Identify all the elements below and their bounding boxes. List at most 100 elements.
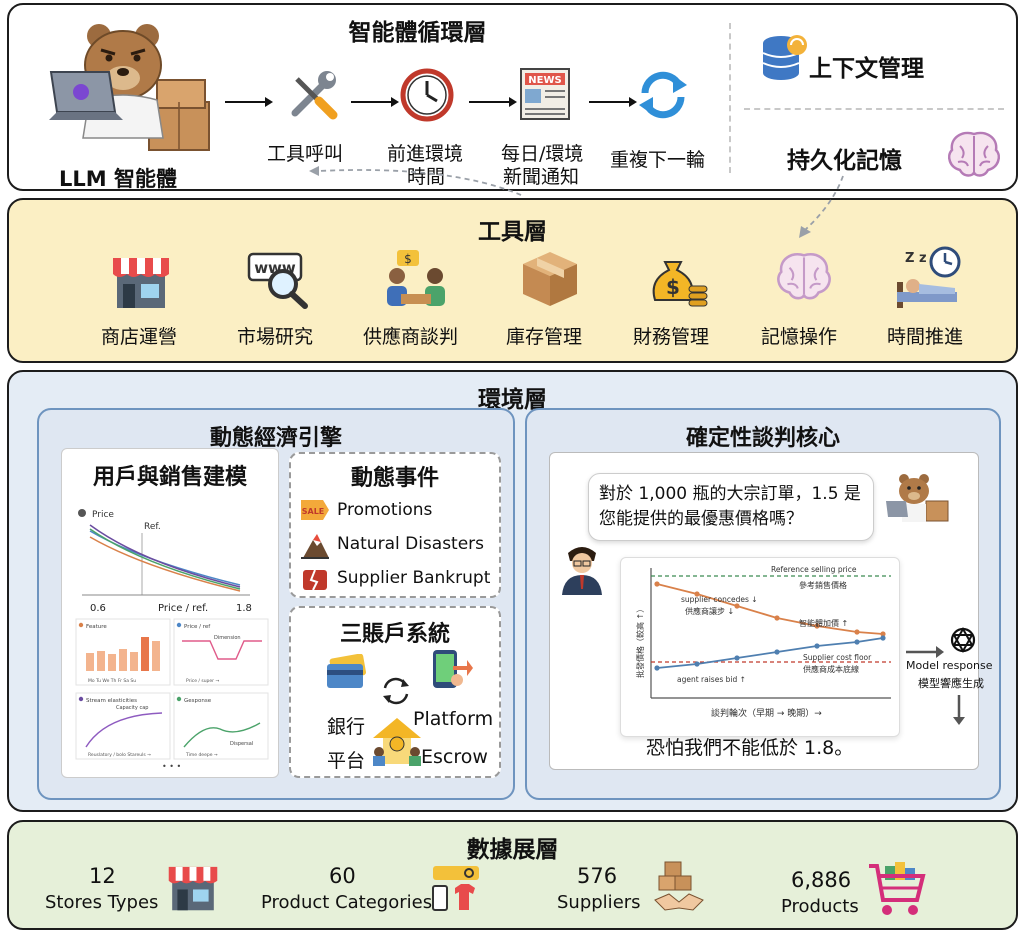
tool-layer: 工具層 商店運營 www 市場研究 $ 供應商談判 庫存管理 $ xyxy=(7,175,1018,363)
demand-curve xyxy=(89,524,241,588)
negotiation-core-panel: 確定性談判核心 對於 1,000 瓶的大宗訂單，1.5 是您能提供的最優惠價格嗎… xyxy=(525,408,1001,800)
stat-value-suppliers: 576 xyxy=(577,864,618,888)
mini-note: Capacity cap xyxy=(116,705,148,711)
horizontal-divider xyxy=(744,108,1004,110)
news-icon-text: NEWS xyxy=(528,75,561,86)
model-response-en: Model response xyxy=(906,659,993,672)
sale-tag-icon: SALE xyxy=(301,500,329,520)
supplier-point xyxy=(734,603,740,609)
agent-loop-layer: 智能體循環層 LLM 智能體 工具呼叫 前進環境 時 xyxy=(7,3,1018,196)
mini-plot-dot xyxy=(176,696,182,702)
escrow-house-icon xyxy=(373,718,421,766)
money-bubble-text: $ xyxy=(404,252,412,266)
arrow-4 xyxy=(589,97,637,107)
step-label-1: 工具呼叫 xyxy=(267,143,344,165)
step-label-4: 重複下一輪 xyxy=(610,149,706,171)
demand-curve xyxy=(89,528,241,590)
store-small-icon xyxy=(168,866,218,911)
model-response-cn: 模型響應生成 xyxy=(918,677,984,690)
bear-agent-icon xyxy=(49,24,210,151)
handshake-boxes-icon xyxy=(654,861,704,911)
demand-curve xyxy=(89,536,241,592)
supplier-person-icon xyxy=(562,547,602,595)
agent-layer-title: 智能體循環層 xyxy=(348,20,487,46)
bank-card-icon xyxy=(327,654,366,688)
database-sync-icon xyxy=(762,35,807,80)
stat-value-stores: 12 xyxy=(89,864,116,888)
agent-point xyxy=(774,649,780,655)
memory-dashed-arrow xyxy=(799,175,844,238)
mini-plot-sub: Mo Tu We Th Fr Sa Su xyxy=(88,678,136,684)
economy-engine-title: 動態經濟引擎 xyxy=(209,426,342,451)
user-model-title: 用戶與銷售建模 xyxy=(92,465,247,490)
stat-value-categories: 60 xyxy=(329,864,356,888)
arrow-2 xyxy=(351,97,399,107)
step-label-2a: 前進環境 xyxy=(387,143,464,165)
categories-icon xyxy=(432,866,479,911)
data-layer: 數據展層 12 Stores Types 60 Product Categori… xyxy=(7,820,1018,930)
event-bankrupt: Supplier Bankrupt xyxy=(337,568,491,588)
stat-label-categories: Product Categories xyxy=(261,892,433,913)
store-icon xyxy=(113,258,169,308)
negotiation-card: 對於 1,000 瓶的大宗訂單，1.5 是您能提供的最優惠價格嗎？ R xyxy=(549,452,993,770)
question-bubble: 對於 1,000 瓶的大宗訂單，1.5 是您能提供的最優惠價格嗎？ xyxy=(588,473,874,541)
agent-point xyxy=(654,665,660,671)
events-title: 動態事件 xyxy=(350,466,439,491)
plot-ellipsis: • • • xyxy=(162,762,181,771)
supplier-point xyxy=(814,623,820,629)
mini-line xyxy=(183,722,261,748)
web-search-icon: www xyxy=(247,252,308,309)
tool-label-time: 時間推進 xyxy=(887,326,964,348)
agent-point xyxy=(854,639,860,645)
step-label-3a: 每日/環境 xyxy=(501,143,584,165)
mini-plot-title: Stream elasticities xyxy=(86,698,137,704)
question-text: 對於 1,000 瓶的大宗訂單，1.5 是您能提供的最優惠價格嗎？ xyxy=(599,484,861,529)
arrow-1 xyxy=(225,97,273,107)
tool-layer-title: 工具層 xyxy=(478,219,547,245)
arrow-3 xyxy=(469,97,517,107)
ref-line-cn: 參考銷售價格 xyxy=(799,580,847,590)
account-platform-label: Platform xyxy=(413,708,494,730)
platform-phone-icon xyxy=(433,650,473,688)
plot-xlabel: Price / ref. xyxy=(158,603,208,614)
memory-brain-icon xyxy=(777,253,831,300)
newspaper-icon: NEWS xyxy=(520,68,570,120)
mini-bar xyxy=(141,637,149,671)
agent-point xyxy=(734,655,740,661)
stat-label-stores: Stores Types xyxy=(45,892,159,913)
tool-label-market: 市場研究 xyxy=(237,326,314,348)
agent-label: LLM 智能體 xyxy=(59,167,177,191)
mini-plot-dot xyxy=(176,622,182,628)
supplier-point xyxy=(854,629,860,635)
money-bag-text: $ xyxy=(666,275,680,299)
to-model-arrow xyxy=(906,646,944,658)
supplier-concedes-cn: 供應商讓步 ↓ xyxy=(685,606,734,616)
mini-bar xyxy=(86,653,94,671)
tool-label-inventory: 庫存管理 xyxy=(506,326,583,348)
cost-floor-en: Supplier cost floor xyxy=(803,653,872,662)
mini-bar xyxy=(130,652,138,671)
cost-floor-cn: 供應商成本底線 xyxy=(803,664,859,674)
nego-xlabel: 談判輪次（早期 → 晚期）→ xyxy=(711,707,822,719)
mini-plot-frame xyxy=(173,618,269,686)
ref-text: Ref. xyxy=(144,522,161,532)
mini-plot-dot xyxy=(78,696,84,702)
mini-bar xyxy=(97,651,105,671)
accounts-title: 三賬戶系統 xyxy=(339,622,450,647)
context-management-label: 上下文管理 xyxy=(809,56,924,82)
mini-plot-title: Gesponse xyxy=(184,698,212,704)
bear-small-icon xyxy=(886,474,949,522)
mini-plot-sub: Time deepe → xyxy=(185,752,218,758)
mini-note: Dimension xyxy=(214,635,241,641)
agent-raises-en: agent raises bid ↑ xyxy=(677,675,746,684)
mini-plot-sub: Price / super → xyxy=(186,678,219,684)
event-promotions: Promotions xyxy=(337,500,433,520)
ref-line-en: Reference selling price xyxy=(771,565,857,574)
clock-icon xyxy=(400,68,454,122)
negotiation-core-title: 確定性談判核心 xyxy=(685,426,840,451)
down-arrow xyxy=(953,695,965,725)
